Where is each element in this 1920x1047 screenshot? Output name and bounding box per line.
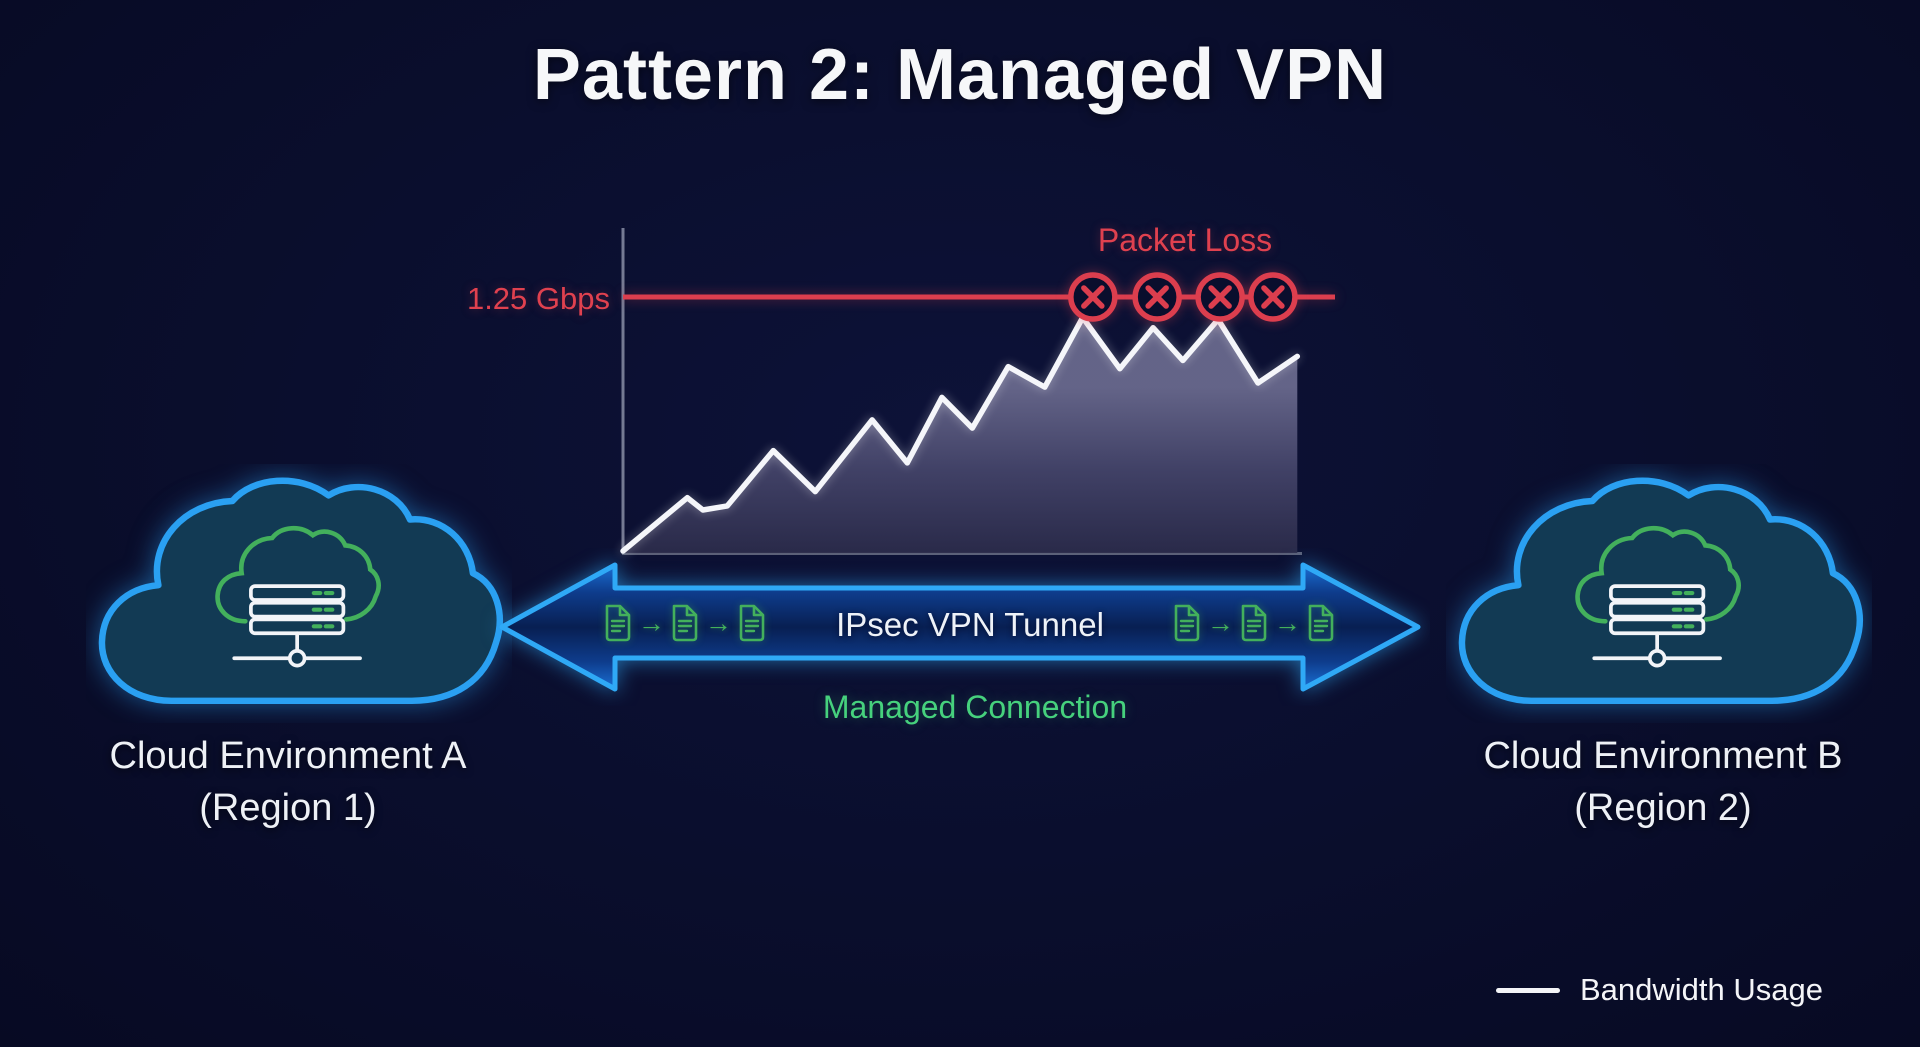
packet-flow-left: → →	[603, 602, 767, 644]
cloud-b-title: Cloud Environment B	[1483, 735, 1843, 777]
page-title: Pattern 2: Managed VPN	[532, 35, 1388, 115]
packet-loss-label: Packet Loss	[1097, 222, 1273, 258]
packet-loss-marker	[1068, 272, 1118, 322]
cloud-environment-b	[1458, 477, 1863, 705]
document-icon	[1241, 604, 1267, 642]
cloud-a-subtitle: (Region 1)	[199, 787, 377, 829]
flow-arrow-icon: →	[705, 608, 732, 638]
cloud-b-subtitle: (Region 2)	[1574, 787, 1752, 829]
managed-connection-label: Managed Connection	[822, 689, 1128, 725]
vpn-tunnel-arrow	[499, 562, 1421, 692]
line-swatch-icon	[1496, 987, 1560, 993]
flow-arrow-icon: →	[1207, 608, 1234, 638]
server-rack-icon	[232, 584, 362, 668]
document-icon	[1308, 604, 1334, 642]
bandwidth-area-fill	[623, 317, 1298, 553]
server-rack-icon	[1592, 584, 1722, 668]
network-connector	[1592, 631, 1722, 668]
packet-flow-right: → →	[1172, 602, 1336, 644]
cloud-environment-a	[98, 477, 503, 705]
bandwidth-chart	[620, 228, 1335, 555]
bandwidth-line	[620, 314, 1301, 554]
packet-loss-markers	[1068, 272, 1298, 322]
flow-arrow-icon: →	[638, 608, 665, 638]
document-icon	[605, 604, 631, 642]
packet-loss-marker	[1248, 272, 1298, 322]
inner-green-cloud-icon	[1575, 525, 1741, 624]
inner-green-cloud-icon	[215, 525, 381, 624]
tunnel-label: IPsec VPN Tunnel	[836, 606, 1104, 643]
packet-loss-marker	[1195, 272, 1245, 322]
document-icon	[672, 604, 698, 642]
cloud-a-label: Cloud Environment A (Region 1)	[73, 730, 503, 834]
legend-label: Bandwidth Usage	[1580, 972, 1823, 1007]
document-icon	[1174, 604, 1200, 642]
flow-arrow-icon: →	[1274, 608, 1301, 638]
network-connector	[232, 631, 362, 668]
cloud-a-title: Cloud Environment A	[109, 735, 467, 777]
packet-loss-marker	[1132, 272, 1182, 322]
double-arrow-shape	[499, 562, 1421, 692]
server-led-dashes	[311, 590, 335, 629]
chart-legend: Bandwidth Usage	[1496, 972, 1823, 1008]
server-led-dashes	[1671, 590, 1695, 629]
cloud-b-label: Cloud Environment B (Region 2)	[1448, 730, 1878, 834]
document-icon	[739, 604, 765, 642]
threshold-label: 1.25 Gbps	[466, 281, 610, 316]
